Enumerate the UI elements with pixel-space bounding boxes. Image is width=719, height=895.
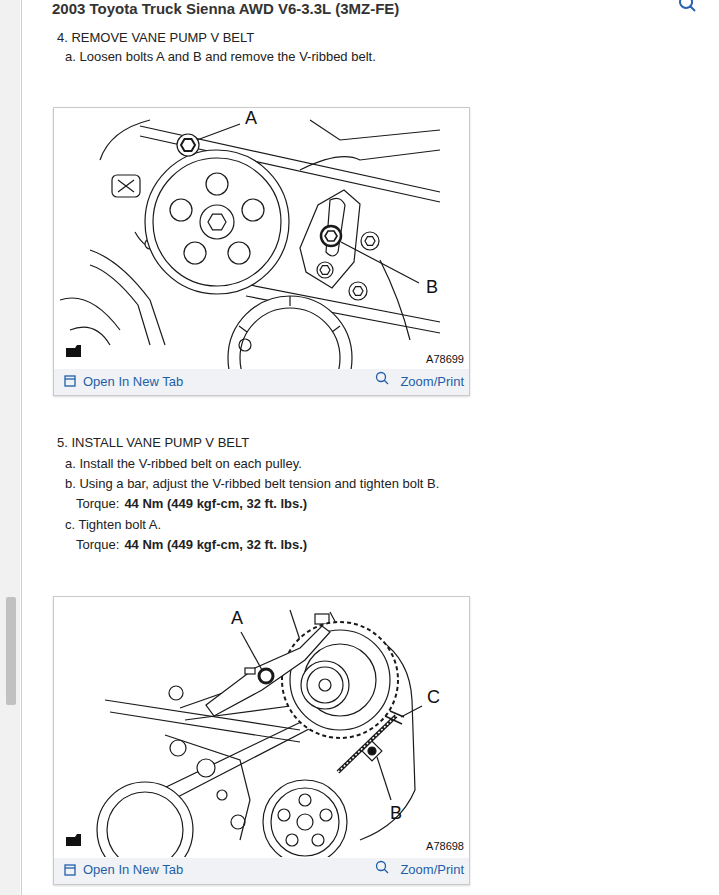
- callout-letter: A: [231, 608, 243, 630]
- figure-frame: A B A78699Open In New Tab Zoom/Print: [53, 107, 470, 396]
- step-text: b. Using a bar, adjust the V-ribbed belt…: [65, 476, 439, 492]
- page-title: 2003 Toyota Truck Sienna AWD V6-3.3L (3M…: [52, 0, 399, 18]
- alternator-figure: [97, 610, 415, 857]
- callout-letter: C: [427, 687, 440, 709]
- scrollbar-thumb: [6, 597, 16, 705]
- step-heading: 5. INSTALL VANE PUMP V BELT: [57, 435, 249, 451]
- print-icon: [66, 345, 81, 357]
- leader-lines: [241, 632, 422, 800]
- step-heading: 4. REMOVE VANE PUMP V BELT: [57, 30, 254, 46]
- step-text: a. Loosen bolts A and B and remove the V…: [65, 49, 376, 65]
- figure-frame: A C B A78698Open In New Tab Zoom/Print: [53, 596, 470, 885]
- callout-letter: B: [390, 803, 402, 825]
- open-link: Open In New Tab: [83, 862, 183, 878]
- torque-label: Torque:: [76, 537, 119, 553]
- zoom-link: Zoom/Print: [400, 374, 464, 390]
- header-icon: [680, 0, 695, 11]
- figure-toolbar: [54, 369, 469, 395]
- step-text: a. Install the V-ribbed belt on each pul…: [65, 456, 302, 472]
- figure-code: A78698: [426, 840, 464, 853]
- callout-letter: A: [245, 108, 257, 130]
- print-icon: [66, 834, 81, 846]
- leader-lines: [197, 124, 419, 283]
- figure-toolbar: [54, 858, 469, 884]
- vane-pump-figure: [60, 120, 440, 369]
- page-border: [21, 0, 22, 895]
- callout-letter: B: [426, 277, 438, 299]
- scrollbar-track: [0, 0, 20, 895]
- torque-label: Torque:: [76, 496, 119, 512]
- torque-value: 44 Nm (449 kgf-cm, 32 ft. lbs.): [124, 496, 307, 512]
- figure-code: A78699: [426, 353, 464, 366]
- open-link: Open In New Tab: [83, 374, 183, 390]
- torque-value: 44 Nm (449 kgf-cm, 32 ft. lbs.): [124, 537, 307, 553]
- step-text: c. Tighten bolt A.: [65, 517, 161, 533]
- zoom-link: Zoom/Print: [400, 862, 464, 878]
